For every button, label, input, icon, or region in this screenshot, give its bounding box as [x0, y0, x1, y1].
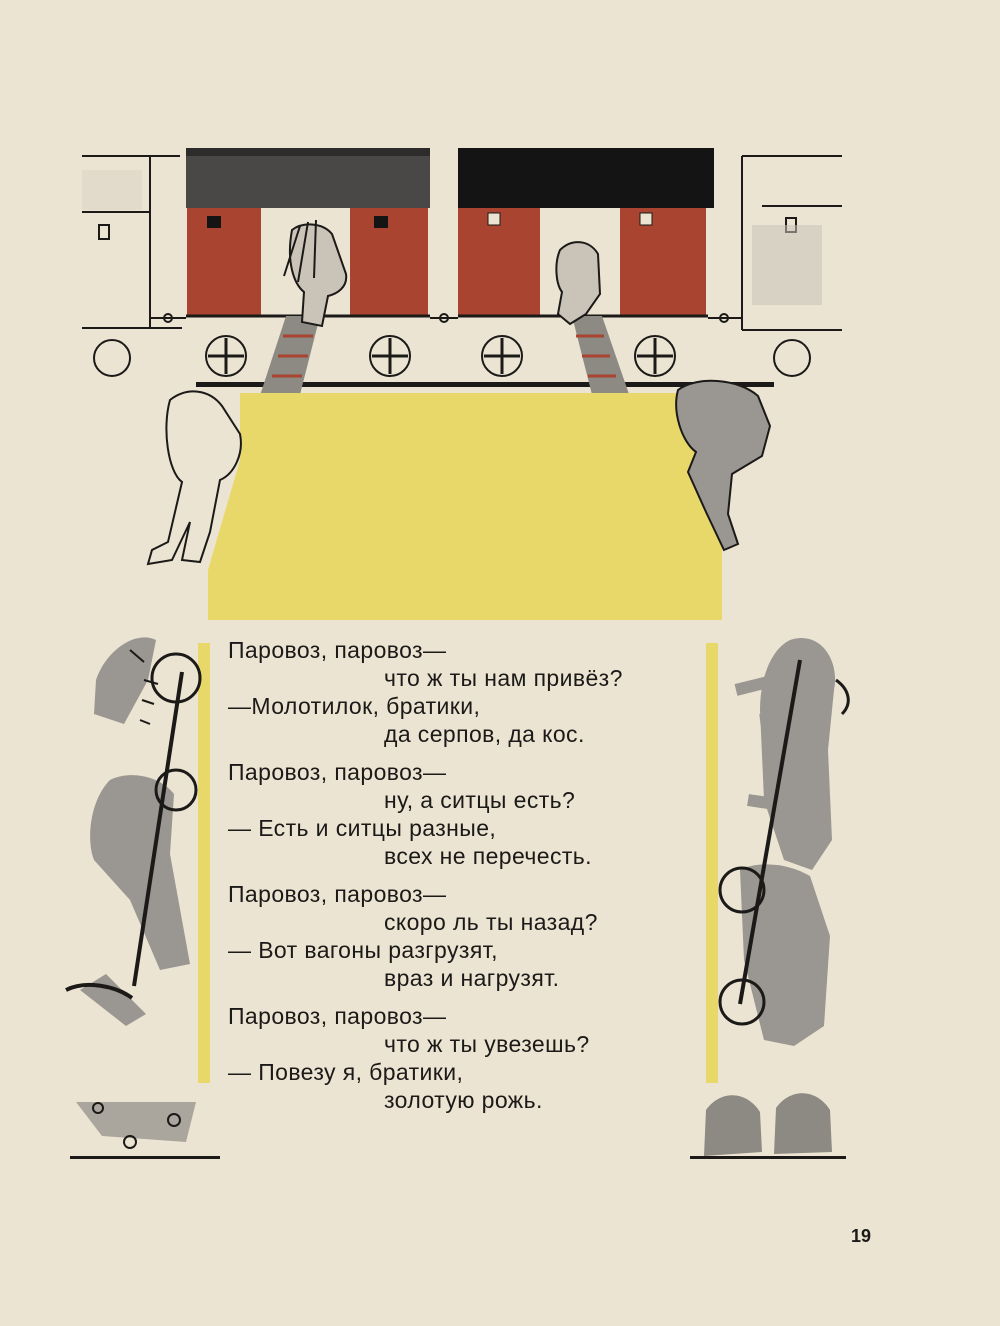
stanza-1: Паровоз, паровоз— что ж ты нам привёз? —…: [228, 636, 708, 748]
stanza-line: — Есть и ситцы разные,: [228, 815, 497, 841]
stanza-line: скоро ль ты назад?: [384, 909, 598, 935]
stanza-line: да серпов, да кос.: [384, 721, 585, 747]
left-cart-figure: [65, 637, 202, 1026]
stanza-line: всех не перечесть.: [384, 843, 592, 869]
right-cart-figure: [718, 638, 850, 1046]
stanza-line: Паровоз, паровоз—: [228, 637, 447, 663]
wagon-wheels: [205, 335, 676, 377]
right-yellow-bar: [706, 643, 718, 1083]
ground-items: [70, 1093, 846, 1159]
left-yellow-bar: [198, 643, 210, 1083]
stanza-line: — Вот вагоны разгрузят,: [228, 937, 498, 963]
yellow-platform: [208, 393, 722, 620]
stanza-line: Паровоз, паровоз—: [228, 881, 447, 907]
stanza-4: Паровоз, паровоз— что ж ты увезешь? — По…: [228, 1002, 708, 1114]
loader-figures: [146, 219, 772, 566]
left-outline-wagon: [82, 155, 182, 377]
stanza-line: ну, а ситцы есть?: [384, 787, 576, 813]
stanza-line: враз и нагрузят.: [384, 965, 560, 991]
stanza-line: что ж ты увезешь?: [384, 1031, 590, 1057]
stanza-line: золотую рожь.: [384, 1087, 543, 1113]
stanza-line: —Молотилок, братики,: [228, 693, 481, 719]
stanza-line: Паровоз, паровоз—: [228, 759, 447, 785]
stanza-2: Паровоз, паровоз— ну, а ситцы есть? — Ес…: [228, 758, 708, 870]
stanza-3: Паровоз, паровоз— скоро ль ты назад? — В…: [228, 880, 708, 992]
poem: Паровоз, паровоз— что ж ты нам привёз? —…: [228, 636, 708, 1114]
stanza-line: — Повезу я, братики,: [228, 1059, 464, 1085]
stanza-line: что ж ты нам привёз?: [384, 665, 623, 691]
stanza-line: Паровоз, паровоз—: [228, 1003, 447, 1029]
wagon-couplings: [150, 313, 742, 323]
page-number: 19: [851, 1226, 872, 1246]
rail: [196, 382, 774, 387]
